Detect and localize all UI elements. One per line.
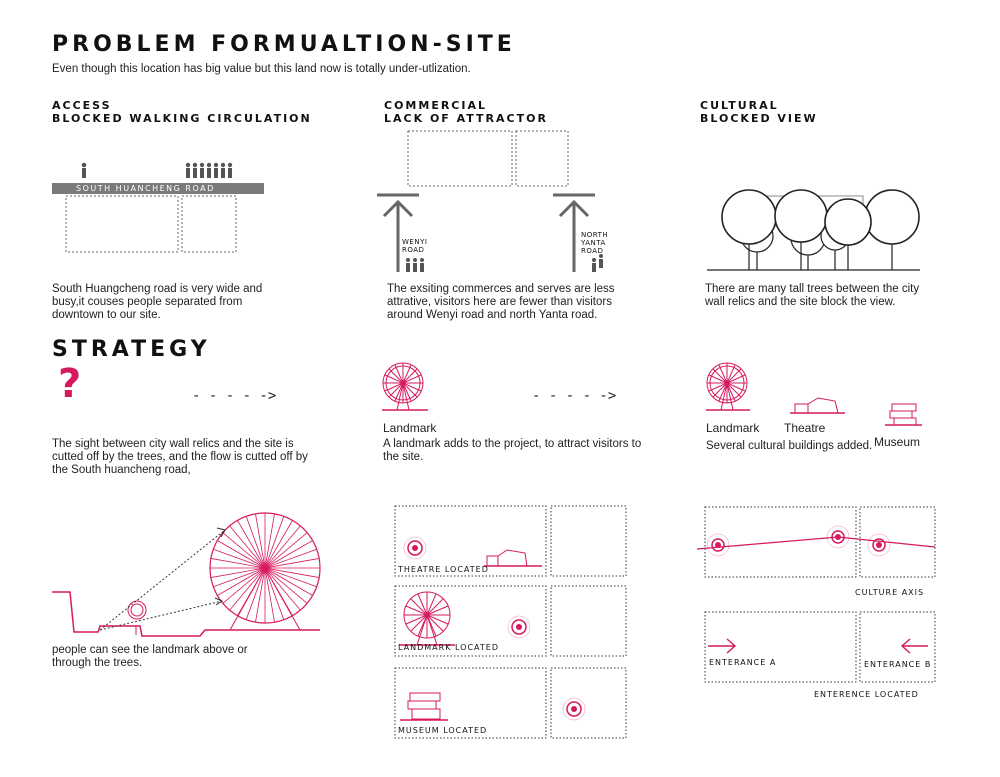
museum-icon (885, 403, 922, 426)
access-heading: ACCESS BLOCKED WALKING CIRCULATION (52, 99, 312, 125)
museum-label: Museum (874, 435, 921, 449)
cultural-text: There are many tall trees between the ci… (705, 283, 920, 308)
commerce-block-left (407, 130, 513, 187)
cultural-heading: CULTURAL BLOCKED VIEW (700, 99, 818, 125)
people-icon (81, 162, 233, 178)
ferris-wheel-icon (706, 362, 750, 411)
arrow-up-icon (377, 193, 419, 272)
section-diagram (52, 512, 321, 637)
culture-axis-label: CULTURE AXIS (855, 588, 925, 597)
landmark-label: Landmark (383, 421, 437, 435)
arrow-right-icon: - - - - -> (192, 388, 277, 404)
north-yanta-road-label: NORTH YANTA ROAD (581, 231, 609, 255)
museum-icon (400, 692, 448, 721)
page-title: PROBLEM FORMUALTION-SITE (52, 32, 516, 57)
landmark-located-label: LANDMARK LOCATED (398, 643, 499, 652)
culture-axis-line (696, 536, 936, 550)
site-block-left (65, 195, 179, 253)
theatre-icon (484, 549, 542, 567)
strategy-col1-text: The sight between city wall relics and t… (52, 438, 308, 476)
road-label: SOUTH HUANCHENG ROAD (76, 184, 215, 193)
commerce-block-right (515, 130, 569, 187)
road-band (52, 183, 264, 194)
wenyi-road-label: WENYI ROAD (402, 238, 428, 254)
commercial-text: The exsiting commerces and serves are le… (387, 283, 615, 321)
entrance-b-label: ENTERANCE B (864, 660, 932, 669)
location-boxes (394, 505, 936, 739)
section-caption: people can see the landmark above or thr… (52, 644, 248, 669)
people-icon (406, 254, 603, 272)
arrow-up-icon (553, 193, 595, 272)
landmark-label: Landmark (706, 421, 760, 435)
access-text: South Huangcheng road is very wide and b… (52, 283, 263, 321)
theatre-located-label: THEATRE LOCATED (398, 565, 489, 574)
strategy-col3-text: Several cultural buildings added. (706, 440, 873, 452)
site-block-right (181, 195, 237, 253)
museum-located-label: MUSEUM LOCATED (398, 726, 488, 735)
entrance-arrow-icon (708, 638, 928, 654)
question-mark-icon: ? (58, 361, 82, 407)
strategy-title: STRATEGY (52, 337, 211, 362)
arrow-right-icon: - - - - -> (532, 388, 617, 404)
commercial-heading: COMMERCIAL LACK OF ATTRACTOR (384, 99, 548, 125)
entrance-a-label: ENTERANCE A (709, 658, 777, 667)
ferris-wheel-icon (399, 591, 455, 646)
theatre-label: Theatre (784, 421, 826, 435)
strategy-col2-text: A landmark adds to the project, to attra… (383, 438, 642, 463)
tree-icon (707, 189, 920, 271)
entrance-located-label: ENTERENCE LOCATED (814, 690, 919, 699)
theatre-icon (790, 397, 845, 414)
ferris-wheel-icon (382, 362, 428, 411)
page-subtitle: Even though this location has big value … (52, 63, 471, 75)
